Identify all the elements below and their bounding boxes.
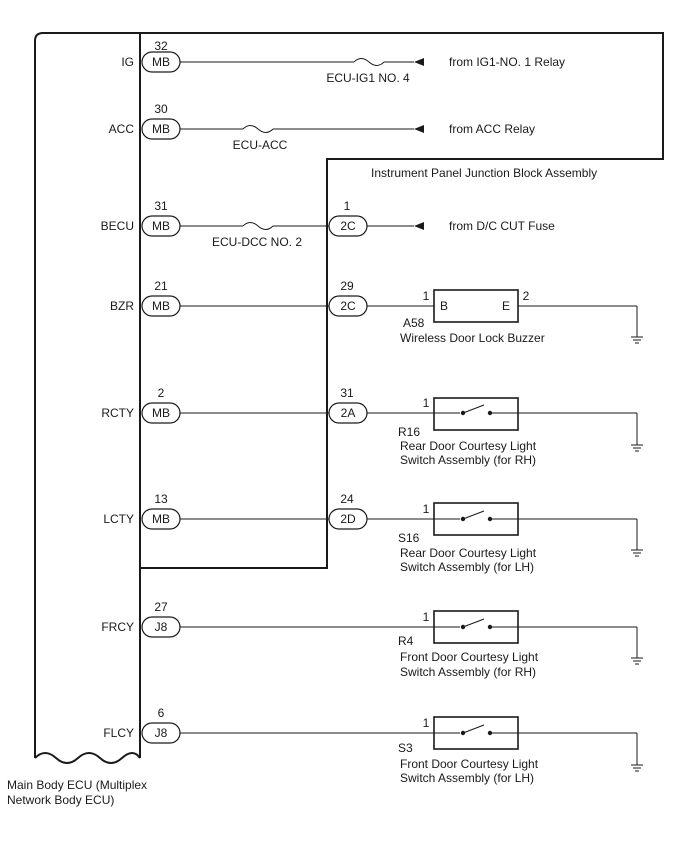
pin-lcty: 13 [154,492,168,506]
ecu-label-line1: Main Body ECU (Multiplex [7,778,147,792]
signal-name-rcty: RCTY [101,406,134,420]
fuse-icon [353,58,385,66]
pin-rcty: 2 [158,386,165,400]
buzzer-box [433,289,519,323]
row-frcy: FRCY 27 J8 1 R4 Front Door Courtesy Ligh… [101,600,643,679]
jb-connector-label-bzr: 2C [340,299,356,313]
switch-line1-s3: Front Door Courtesy Light [400,757,539,771]
ecu-break-line [34,752,141,764]
signal-name-flcy: FLCY [103,726,134,740]
jb-connector-label-lcty: 2D [340,512,356,526]
pin-becu: 31 [154,199,168,213]
switch-line2-r16: Switch Assembly (for RH) [400,453,536,467]
pin-bzr: 21 [154,279,168,293]
signal-name-lcty: LCTY [103,512,134,526]
switch-code-r4: R4 [398,634,414,648]
signal-name-frcy: FRCY [101,620,134,634]
source-label-becu: from D/C CUT Fuse [449,219,555,233]
junction-block-outline [140,32,664,569]
ground-icon [631,657,643,665]
connector-label-ig: MB [152,55,170,69]
pin-acc: 30 [154,102,168,116]
switch-icon [434,724,518,736]
buzzer-pin-in: 1 [423,289,430,303]
switch-pin-s3: 1 [423,716,430,730]
fuse-label-acc: ECU-ACC [233,138,288,152]
jb-pin-bzr: 29 [340,279,354,293]
switch-line2-s16: Switch Assembly (for LH) [400,560,534,574]
ground-icon [631,549,643,557]
ground-icon [631,444,643,452]
jb-connector-label-rcty: 2A [341,406,356,420]
jb-connector-label-becu: 2C [340,219,356,233]
connector-label-flcy: J8 [155,726,168,740]
connector-label-lcty: MB [152,512,170,526]
buzzer-term-e: E [502,299,510,313]
row-flcy: FLCY 6 J8 1 S3 Front Door Courtesy Light… [103,706,643,785]
main-body-ecu: Main Body ECU (Multiplex Network Body EC… [7,32,147,807]
switch-line1-r16: Rear Door Courtesy Light [400,439,537,453]
connector-label-becu: MB [152,219,170,233]
junction-block: Instrument Panel Junction Block Assembly [140,32,664,569]
switch-pin-r16: 1 [423,396,430,410]
fuse-icon [242,222,274,230]
jb-pin-lcty: 24 [340,492,354,506]
switch-code-s16: S16 [398,531,420,545]
signal-name-bzr: BZR [110,299,134,313]
switch-box-r16 [433,397,519,431]
row-lcty: LCTY 13 MB 24 2D 1 S16 Rear Door Courtes… [103,492,643,574]
ground-icon [631,764,643,772]
pin-ig: 32 [154,39,168,53]
signal-name-ig: IG [121,55,134,69]
buzzer-pin-out: 2 [523,289,530,303]
connector-label-frcy: J8 [155,620,168,634]
signal-name-becu: BECU [101,219,134,233]
switch-line1-r4: Front Door Courtesy Light [400,650,539,664]
source-label-ig: from IG1-NO. 1 Relay [449,55,565,69]
switch-icon [434,510,518,522]
junction-block-label: Instrument Panel Junction Block Assembly [371,166,597,180]
switch-pin-r4: 1 [423,610,430,624]
row-rcty: RCTY 2 MB 31 2A 1 R16 Rear Door Courtesy… [101,386,643,467]
switch-code-r16: R16 [398,425,420,439]
ecu-outline [34,32,141,758]
fuse-label-dcc: ECU-DCC NO. 2 [212,235,302,249]
switch-line2-r4: Switch Assembly (for RH) [400,665,536,679]
switch-pin-s16: 1 [423,502,430,516]
source-label-acc: from ACC Relay [449,122,535,136]
connector-label-bzr: MB [152,299,170,313]
buzzer-term-b: B [440,299,448,313]
jb-pin-becu: 1 [344,199,351,213]
row-acc: ACC 30 MB ECU-ACC from ACC Relay [109,102,535,152]
pin-frcy: 27 [154,600,168,614]
fuse-label-ig1: ECU-IG1 NO. 4 [326,71,410,85]
pin-flcy: 6 [158,706,165,720]
row-ig: IG 32 MB ECU-IG1 NO. 4 from IG1-NO. 1 Re… [121,39,565,85]
buzzer-code: A58 [403,316,425,330]
buzzer-name: Wireless Door Lock Buzzer [400,331,545,345]
switch-line1-s16: Rear Door Courtesy Light [400,546,537,560]
ecu-label-line2: Network Body ECU) [7,793,114,807]
signal-name-acc: ACC [109,122,135,136]
switch-icon [434,404,518,416]
connector-label-rcty: MB [152,406,170,420]
jb-pin-rcty: 31 [340,386,354,400]
switch-code-s3: S3 [398,741,413,755]
fuse-icon [242,125,274,133]
ground-icon [631,336,643,344]
connector-label-acc: MB [152,122,170,136]
switch-icon [434,618,518,630]
row-bzr: BZR 21 MB 29 2C 1 B E 2 A58 Wireless Doo… [110,279,643,345]
row-becu: BECU 31 MB ECU-DCC NO. 2 1 2C from D/C C… [101,199,555,249]
switch-line2-s3: Switch Assembly (for LH) [400,771,534,785]
